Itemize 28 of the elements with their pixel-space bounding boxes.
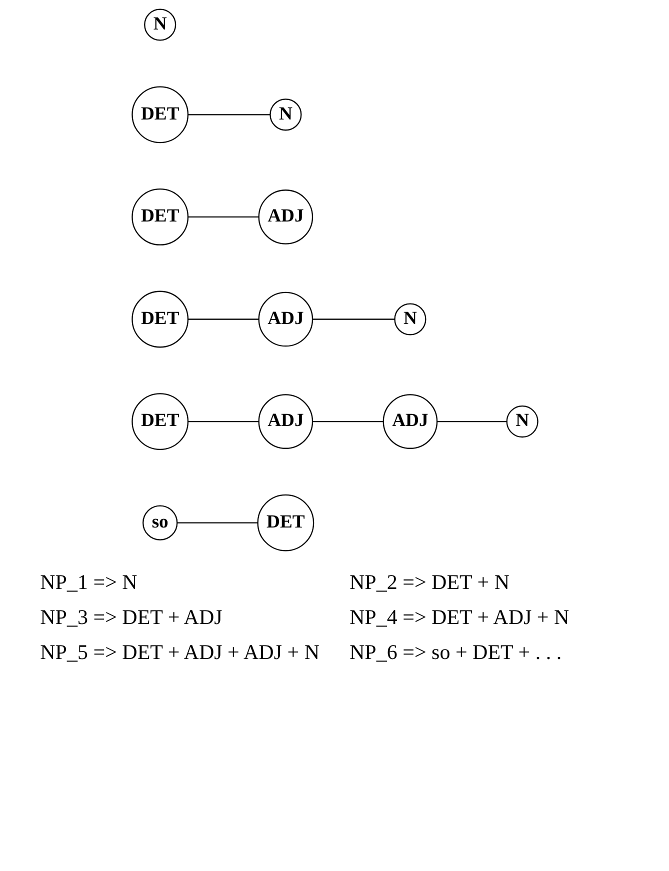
node-circle: DET <box>131 188 188 246</box>
node-circle: N <box>144 8 176 41</box>
node-circle: ADJ <box>258 292 313 347</box>
node-circle: N <box>506 406 538 438</box>
node-circle: ADJ <box>382 394 438 449</box>
node-circle: ADJ <box>258 190 313 244</box>
connector <box>187 318 258 320</box>
rule-label: NP_4 => DET + ADJ + N <box>350 605 570 630</box>
connector <box>312 420 383 422</box>
rule-label: NP_5 => DET + ADJ + ADJ + N <box>40 640 320 665</box>
node-circle: DET <box>131 86 188 144</box>
node-circle: DET <box>131 393 188 450</box>
connector <box>176 522 258 524</box>
connector <box>436 420 506 422</box>
node-circle: N <box>269 98 302 131</box>
rule-label: NP_2 => DET + N <box>350 570 510 595</box>
node-circle: ADJ <box>258 394 313 449</box>
node-circle: N <box>394 303 426 336</box>
connector <box>312 318 394 320</box>
node-circle: DET <box>131 290 188 348</box>
connector <box>187 114 270 116</box>
rule-label: NP_1 => N <box>40 570 138 595</box>
connector <box>187 420 258 422</box>
rule-label: NP_3 => DET + ADJ <box>40 605 224 630</box>
rule-label: NP_6 => so + DET + . . . <box>350 640 563 665</box>
node-circle: so <box>142 505 178 540</box>
connector <box>187 216 258 218</box>
node-circle: DET <box>256 494 314 552</box>
